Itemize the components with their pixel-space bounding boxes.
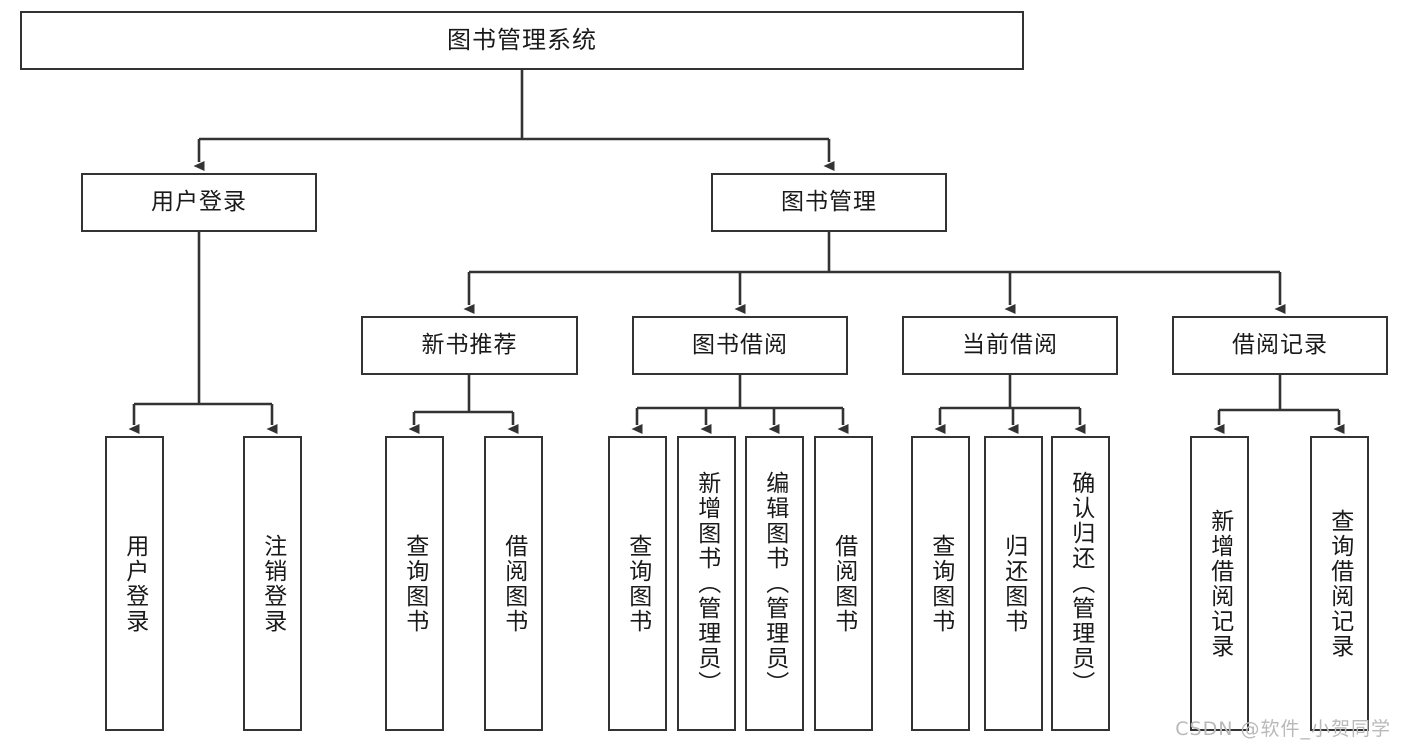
node-leaf-query-book-cur[interactable]: 查询图书 bbox=[911, 436, 970, 731]
node-leaf-borrow-book[interactable]: 借阅图书 bbox=[814, 436, 873, 731]
node-leaf-add-record-label: 新增借阅记录 bbox=[1206, 508, 1233, 659]
node-borrow-record-label: 借阅记录 bbox=[1232, 331, 1328, 358]
node-leaf-user-login-label: 用户登录 bbox=[121, 533, 148, 634]
watermark-text: CSDN @软件_小贺同学 bbox=[1175, 718, 1391, 740]
node-leaf-query-book-rec[interactable]: 查询图书 bbox=[385, 436, 444, 731]
node-leaf-user-logout-label: 注销登录 bbox=[259, 533, 286, 634]
node-leaf-return-book[interactable]: 归还图书 bbox=[984, 436, 1043, 731]
node-book-borrow-label: 图书借阅 bbox=[692, 331, 788, 358]
node-leaf-add-book[interactable]: 新增图书（管理员） bbox=[677, 436, 736, 731]
node-leaf-query-book-rec-label: 查询图书 bbox=[401, 533, 428, 634]
node-book-borrow[interactable]: 图书借阅 bbox=[632, 316, 848, 375]
node-leaf-query-record[interactable]: 查询借阅记录 bbox=[1310, 436, 1369, 731]
node-leaf-return-book-label: 归还图书 bbox=[1000, 533, 1027, 634]
node-current-borrow-label: 当前借阅 bbox=[962, 331, 1058, 358]
node-leaf-query-book[interactable]: 查询图书 bbox=[608, 436, 667, 731]
node-leaf-borrow-book-rec[interactable]: 借阅图书 bbox=[484, 436, 543, 731]
node-leaf-query-book-label: 查询图书 bbox=[624, 533, 651, 634]
node-user-login-label: 用户登录 bbox=[151, 188, 247, 215]
node-root-label: 图书管理系统 bbox=[447, 26, 597, 55]
node-borrow-record[interactable]: 借阅记录 bbox=[1172, 316, 1388, 375]
node-root[interactable]: 图书管理系统 bbox=[20, 11, 1024, 70]
node-leaf-edit-book[interactable]: 编辑图书（管理员） bbox=[745, 436, 804, 731]
node-new-book-rec[interactable]: 新书推荐 bbox=[361, 316, 578, 375]
node-leaf-borrow-book-rec-label: 借阅图书 bbox=[500, 533, 527, 634]
node-user-login[interactable]: 用户登录 bbox=[81, 173, 317, 232]
node-leaf-add-record[interactable]: 新增借阅记录 bbox=[1190, 436, 1249, 731]
node-leaf-edit-book-label: 编辑图书（管理员） bbox=[761, 471, 788, 696]
node-leaf-confirm-return-label: 确认归还（管理员） bbox=[1067, 471, 1094, 696]
node-book-manage[interactable]: 图书管理 bbox=[711, 173, 947, 232]
node-new-book-rec-label: 新书推荐 bbox=[421, 331, 518, 358]
node-leaf-borrow-book-label: 借阅图书 bbox=[830, 533, 857, 634]
node-leaf-confirm-return[interactable]: 确认归还（管理员） bbox=[1051, 436, 1110, 731]
node-leaf-user-login[interactable]: 用户登录 bbox=[105, 436, 164, 731]
node-leaf-add-book-label: 新增图书（管理员） bbox=[693, 471, 720, 696]
node-leaf-query-record-label: 查询借阅记录 bbox=[1326, 508, 1353, 659]
node-leaf-user-logout[interactable]: 注销登录 bbox=[243, 436, 302, 731]
node-leaf-query-book-cur-label: 查询图书 bbox=[927, 533, 954, 634]
node-book-manage-label: 图书管理 bbox=[781, 188, 877, 215]
node-current-borrow[interactable]: 当前借阅 bbox=[902, 316, 1118, 375]
